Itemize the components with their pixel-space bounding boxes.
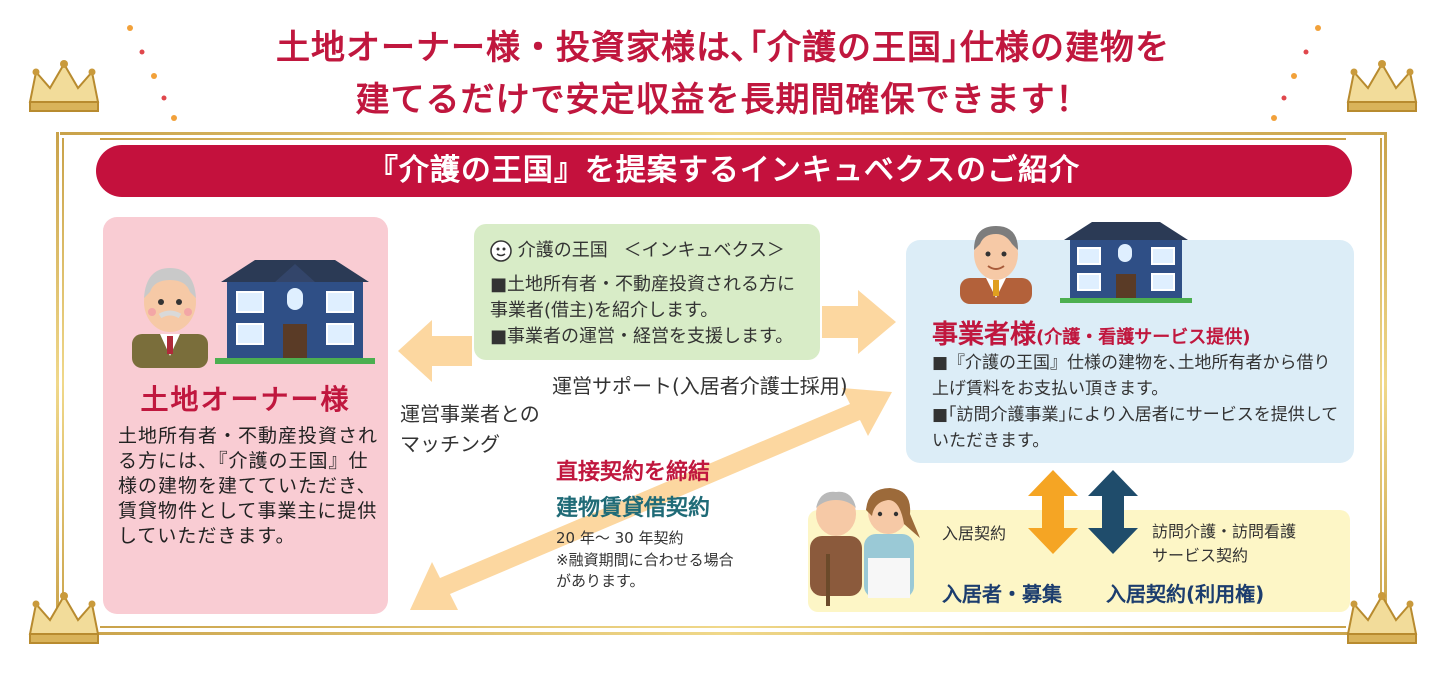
incubex-item-2: ■事業者の運営・経営を支援します。 (490, 326, 794, 347)
frame-left-line-inner (62, 138, 64, 628)
contract-term: 20 年～ 30 年契約 (556, 529, 684, 547)
headline-line2: 建てるだけで安定収益を長期間確保できます！ (355, 80, 1091, 120)
incubex-item-1: ■土地所有者・不動産投資される方に事業者(借主)を紹介します。 (490, 274, 796, 321)
frame-top-line (60, 132, 1386, 135)
incubex-brand: 介護の王国 (517, 240, 608, 261)
lease-double-arrow-icon (410, 388, 892, 610)
direct-contract-label: 直接契約を締結 (556, 460, 711, 485)
matching-label-line2: マッチング (400, 432, 500, 456)
incubex-card (474, 224, 820, 360)
crown-icon (28, 592, 100, 644)
crown-icon (1346, 592, 1418, 644)
headline-line1: 土地オーナー様・投資家様は､｢介護の王国｣仕様の建物を (276, 28, 1170, 68)
sparkle-dots-right (1271, 25, 1321, 121)
senior-man-icon (132, 268, 208, 368)
owner-title: 土地オーナー様 (140, 383, 351, 416)
frame-left-line (56, 132, 59, 635)
operator-title: 事業者様(介護・看護サービス提供) (932, 314, 1250, 351)
support-arrow-icon (822, 290, 896, 354)
frame-right-line (1384, 132, 1387, 635)
incubex-description: ■土地所有者・不動産投資される方に事業者(借主)を紹介します。 ■事業者の運営・… (490, 272, 810, 350)
operator-title-main: 事業者様 (932, 320, 1037, 350)
frame-bottom-line-inner (100, 626, 1346, 628)
support-label: 運営サポート(入居者介護士採用) (552, 374, 848, 398)
house-icon (215, 260, 375, 364)
crown-icon (28, 60, 100, 112)
lease-contract-label: 建物賃貸借契約 (556, 496, 711, 521)
contract-note: ※融資期間に合わせる場合があります。 (556, 551, 734, 590)
frame-bottom-line (60, 632, 1386, 635)
house-icon (1060, 222, 1192, 303)
service-arrow-icon (1088, 470, 1138, 554)
incubex-company: ＜インキュベクス＞ (623, 240, 785, 261)
move-in-contract-label: 入居契約 (942, 524, 1007, 543)
frame-right-line-inner (1380, 138, 1382, 628)
incubex-heading: 介護の王国 ＜インキュベクス＞ (490, 236, 785, 262)
operator-description: ■『介護の王国』仕様の建物を､土地所有者から借り上げ賃料をお支払い頂きます。 ■… (932, 350, 1342, 454)
caregiver-icon (810, 488, 920, 606)
frame-top-line-inner (100, 138, 1346, 140)
operator-item-1: ■『介護の王国』仕様の建物を､土地所有者から借り上げ賃料をお支払い頂きます。 (932, 353, 1331, 399)
operator-item-2: ■｢訪問介護事業｣により入居者にサービスを提供していただきます。 (932, 405, 1339, 451)
crown-icon (1346, 60, 1418, 112)
businessman-icon (960, 226, 1032, 304)
matching-label-line1: 運営事業者との (400, 402, 540, 426)
visit-contract-line2: サービス契約 (1152, 546, 1249, 565)
owner-description: 土地所有者・不動産投資される方には、『介護の王国』仕様の建物を建てていただき、賃… (118, 425, 379, 547)
sparkle-dots-left (127, 25, 177, 121)
visit-contract-line1: 訪問介護・訪問看護 (1152, 522, 1297, 541)
operator-subtitle: (介護・看護サービス提供) (1036, 327, 1251, 348)
section-banner: 『介護の王国』を提案するインキュベクスのご紹介 (96, 145, 1352, 197)
resident-recruit-label: 入居者・募集 (942, 582, 1062, 606)
matching-arrow-icon (398, 320, 472, 382)
resident-rights-label: 入居契約(利用権) (1106, 582, 1265, 606)
logo-icon (490, 240, 512, 262)
move-in-arrow-icon (1028, 470, 1078, 554)
